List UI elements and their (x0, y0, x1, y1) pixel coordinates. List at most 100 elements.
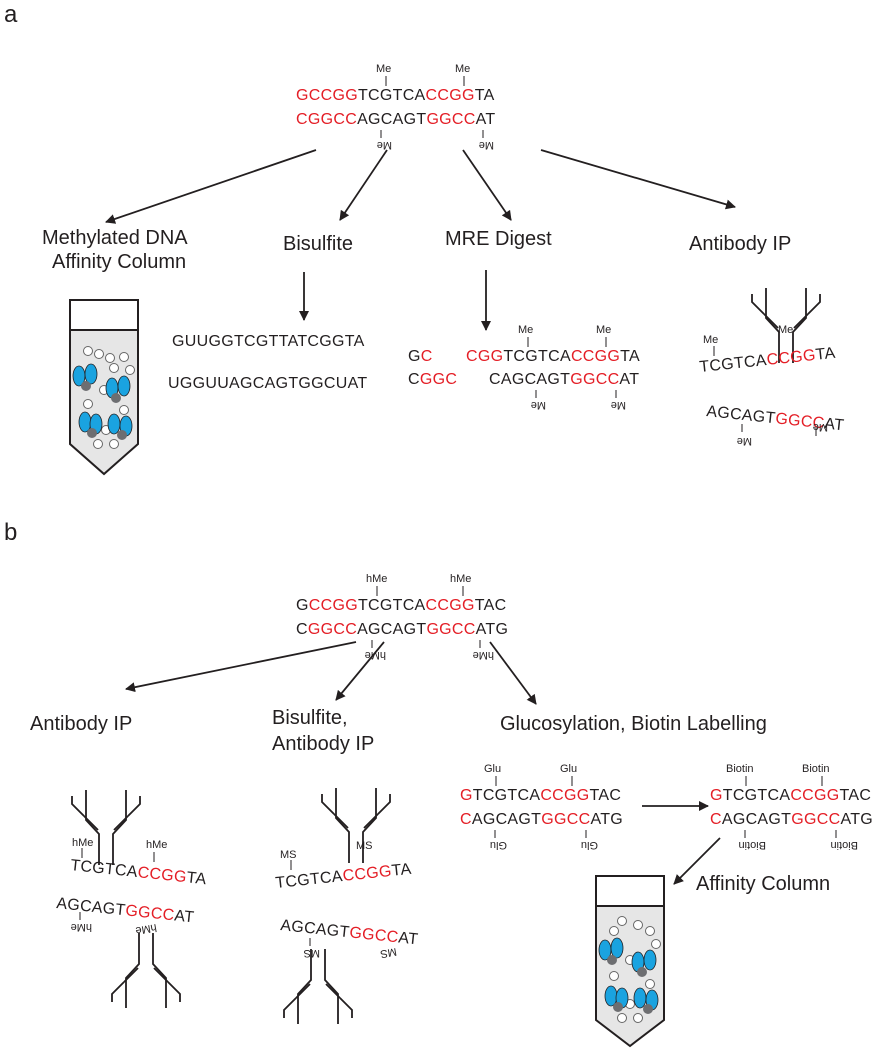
affinity-column-icon (69, 299, 139, 476)
mre-result: GC CGGC CGGTCGTCACCGGTA CAGCAGTGGCCAT Me… (408, 324, 640, 411)
sequence-segment: TCGTCA (473, 787, 541, 804)
glu-mod-4: Glu (581, 839, 598, 851)
b-top-strand2: CGGCCAGCAGTGGCCATG (296, 621, 508, 638)
cpg-site-segment: CCGG (309, 597, 358, 614)
sequence-segment: TAC (590, 787, 622, 804)
b-method-bis-line1: Bisulfite, (272, 707, 348, 729)
cpg-site-segment: CCGG (540, 787, 589, 804)
a-top-mod-2: Me (455, 63, 470, 75)
a-ab-mod-1: Me (703, 334, 718, 346)
sequence-segment: AGCAGT (706, 403, 777, 427)
cpg-site-segment: CCGG (426, 87, 475, 104)
antibody-icon (112, 933, 180, 1008)
cpg-site-segment: CCGG (790, 787, 839, 804)
cpg-site-segment: C (460, 811, 472, 828)
glu-strand2: CAGCAGTGGCCATG (460, 811, 623, 828)
a-top-strand2: CGGCCAGCAGTGGCCAT (296, 111, 496, 128)
b-bis-strand2: AGCAGTGGCCAT (280, 917, 419, 948)
sequence-segment: TA (815, 345, 837, 364)
b-bis-strand1: TCGTCACCGGTA (275, 861, 413, 892)
sequence-segment: ATG (840, 811, 873, 828)
b-top-mod-1: hMe (366, 573, 387, 585)
sequence-segment: ATG (590, 811, 623, 828)
b-ab-strand2: AGCAGTGGCCAT (56, 895, 195, 926)
b-top-strand1: GCCGGTCGTCACCGGTAC (296, 597, 506, 614)
cpg-site-segment: G (460, 787, 473, 804)
sequence-segment: AT (824, 415, 846, 434)
a-ab-mod-3: Me (737, 435, 752, 447)
sequence-segment: AT (174, 907, 196, 926)
cpg-site-segment: GGCC (349, 924, 400, 946)
method-antibody: Antibody IP (689, 233, 791, 255)
b-method-gluco: Glucosylation, Biotin Labelling (500, 713, 767, 735)
biotin-strand1: GTCGTCACCGGTAC (710, 787, 871, 804)
biotin-strand2: CAGCAGTGGCCATG (710, 811, 873, 828)
sequence-segment: TAC (475, 597, 507, 614)
panel-label-a: a (4, 1, 18, 28)
cpg-site-segment: GGCC (541, 811, 590, 828)
biotin-mod-2: Biotin (802, 763, 830, 775)
cpg-site-segment: GGC (420, 371, 457, 388)
bisulfite-strand2: UGGUUAGCAGTGGCUAT (168, 375, 367, 392)
sequence-segment: TA (475, 87, 495, 104)
cpg-site-segment: GGCC (426, 111, 475, 128)
a-top-strand1: GCCGGTCGTCACCGGTA (296, 87, 495, 104)
sequence-segment: TA (186, 869, 208, 888)
cpg-site-segment: GCCGG (296, 87, 358, 104)
b-ab-mod-3: hMe (71, 921, 92, 933)
method-affinity-line1: Methylated DNA (42, 227, 188, 249)
mre-mod-1: Me (518, 324, 533, 336)
b-method-affinity: Affinity Column (696, 873, 830, 895)
b-bis-mod-2: MS (356, 840, 373, 852)
mre-mod-2: Me (596, 324, 611, 336)
arrow-icon (335, 641, 385, 701)
mre-frag2-top: CGGTCGTCACCGGTA (466, 348, 640, 365)
cpg-site-segment: CCGG (766, 347, 817, 369)
sequence-segment: TCGTCA (358, 597, 426, 614)
panel-label-b: b (4, 519, 17, 546)
method-mre: MRE Digest (445, 228, 552, 250)
a-top-mod-1: Me (376, 63, 391, 75)
sequence-segment: AGCAGT (722, 811, 791, 828)
cpg-site-segment: C (710, 811, 722, 828)
a-ab-mod-4: Me (813, 421, 828, 433)
mre-frag2-bottom: CAGCAGTGGCCAT (489, 371, 639, 388)
arrow-icon (673, 837, 721, 885)
b-glu: GTCGTCACCGGTAC CAGCAGTGGCCATG Glu Glu Gl… (460, 763, 623, 851)
glu-mod-3: Glu (490, 839, 507, 851)
affinity-column-icon (595, 875, 665, 1048)
arrow-icon (540, 149, 736, 210)
sequence-segment: AGCAGT (357, 621, 426, 638)
mre-mod-3: Me (531, 399, 546, 411)
cpg-site-segment: GGCC (125, 902, 176, 924)
sequence-segment: TCGTCA (70, 857, 139, 881)
cpg-site-segment: C (421, 348, 433, 365)
b-ab-mod-2: hMe (146, 839, 167, 851)
cpg-site-segment: CCGG (426, 597, 475, 614)
antibody-icon (284, 949, 352, 1024)
bisulfite-strand1: GUUGGTCGTTATCGGTA (172, 333, 365, 350)
biotin-mod-3: Biotin (738, 839, 766, 851)
cpg-site-segment: CGGCC (296, 111, 357, 128)
arrow-icon (462, 149, 512, 221)
b-bis-mod-1: MS (280, 849, 297, 861)
sequence-segment: ATG (476, 621, 509, 638)
cpg-site-segment: GGCC (570, 371, 619, 388)
sequence-segment: AGCAGT (280, 917, 351, 941)
b-method-bis-line2: Antibody IP (272, 733, 374, 755)
sequence-segment: G (408, 348, 421, 365)
sequence-segment: AT (398, 929, 420, 948)
b-biotin: GTCGTCACCGGTAC CAGCAGTGGCCATG Biotin Bio… (710, 763, 873, 851)
sequence-segment: TAC (840, 787, 872, 804)
b-top-mod-4: hMe (473, 649, 494, 661)
sequence-segment: AT (476, 111, 496, 128)
method-bisulfite: Bisulfite (283, 233, 353, 255)
b-top-mod-3: hMe (365, 649, 386, 661)
b-top-dsdna: GCCGGTCGTCACCGGTAC CGGCCAGCAGTGGCCATG hM… (296, 573, 508, 661)
arrow-icon (125, 641, 357, 693)
method-affinity-line2: Affinity Column (52, 251, 186, 273)
cpg-site-segment: CCGG (137, 864, 188, 886)
mre-frag1-bottom: CGGC (408, 371, 457, 388)
